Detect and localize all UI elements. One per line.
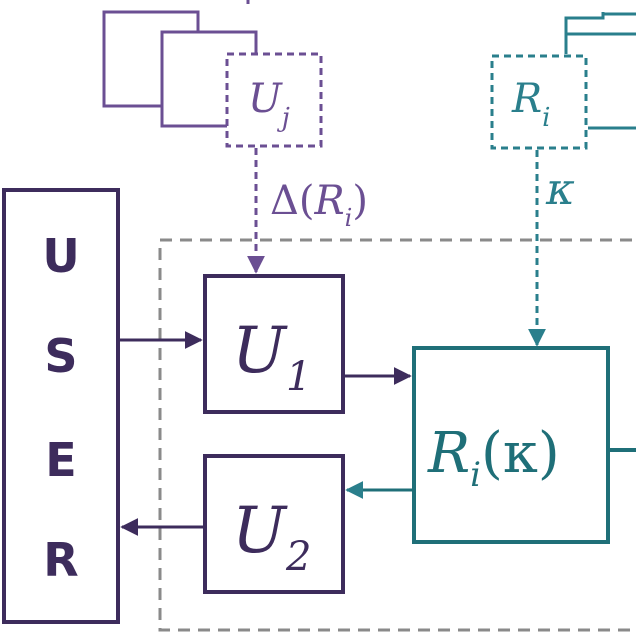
system-boundary — [158, 238, 636, 632]
stack-front-box-dashed — [490, 54, 588, 150]
ri-stack-label: Ri — [511, 76, 550, 133]
ri-kappa-label: Ri(κ) — [427, 421, 560, 495]
u2-label: U2 — [232, 494, 311, 580]
top-left-stack: Uj — [102, 0, 323, 148]
kappa-label: κ — [545, 164, 575, 215]
top-right-stack: Ri — [490, 12, 636, 150]
u1-box: U1 — [203, 274, 345, 414]
user-box: U S E R — [2, 188, 120, 624]
delta-ri-label: Δ(Ri) — [270, 178, 368, 232]
user-box-frame — [2, 188, 120, 624]
stack-middle-outline — [566, 32, 636, 130]
user-letter-u: U — [42, 229, 79, 283]
user-letter-r: R — [43, 533, 78, 587]
ri-kappa-box-frame — [412, 346, 610, 544]
u1-box-frame — [203, 274, 345, 414]
stack-front-box-dashed — [225, 52, 323, 148]
u2-box-frame — [203, 454, 345, 594]
u2-box: U2 — [203, 454, 345, 594]
user-letter-e: E — [45, 433, 76, 487]
ri-kappa-box: Ri(κ) — [412, 346, 636, 544]
u1-label: U1 — [232, 314, 311, 400]
user-letter-s: S — [44, 329, 77, 383]
